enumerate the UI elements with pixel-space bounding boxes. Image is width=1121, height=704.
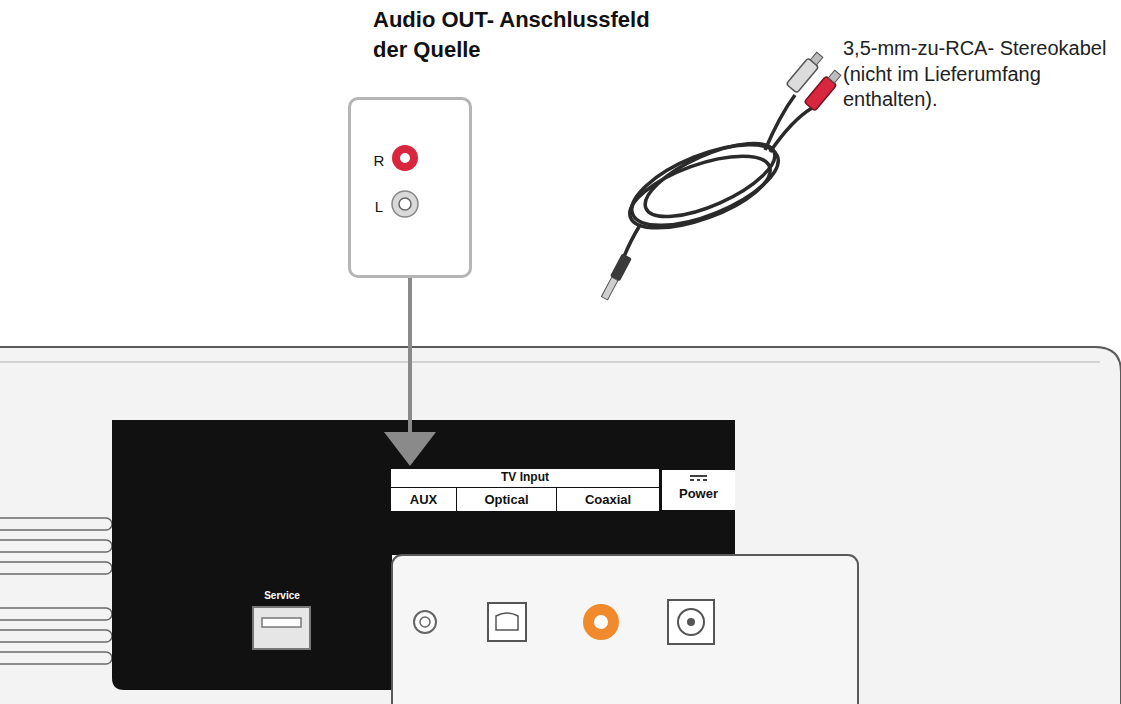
usb-slot [262, 618, 301, 627]
coaxial-jack-hole [594, 615, 608, 629]
rca-jack-white-hole [399, 198, 411, 210]
stereo-cable [621, 95, 812, 262]
input-cell: Coaxial [556, 487, 659, 511]
port-label: Service [242, 590, 322, 602]
input-band: TV InputAUXOpticalCoaxial [390, 468, 660, 512]
optical-port [488, 603, 526, 641]
aux-jack-hole [420, 617, 430, 627]
power-socket-pin [687, 618, 695, 626]
panel-heading: Audio OUT- Anschlussfeld der Quelle [373, 5, 673, 64]
input-name: Optical [457, 492, 556, 508]
input-cell: Optical [456, 487, 556, 511]
input-name: AUX [391, 492, 456, 508]
coaxial-jack [583, 604, 619, 640]
input-name: Coaxial [557, 492, 659, 508]
dc-symbol [690, 476, 707, 480]
power-socket [668, 600, 714, 644]
usb-port [253, 607, 310, 649]
source-panel: Audio OUT- Anschlussfeld der QuelleRL [348, 97, 472, 278]
port-label: Power [662, 486, 735, 502]
vent-slots [0, 518, 112, 664]
band-heading: TV Input [391, 470, 659, 484]
connector-arrow [384, 278, 436, 466]
rca-jack-white [392, 191, 418, 217]
power-socket-ring [678, 609, 704, 635]
optical-port-opening [496, 613, 518, 630]
body-bevel [0, 361, 1100, 363]
aux-jack [414, 611, 436, 633]
inputs-panel [392, 555, 858, 704]
channel-label: L [369, 198, 389, 216]
rca-jack-red-hole [400, 153, 410, 163]
rca-jack-red [392, 145, 418, 171]
power-label-ground [662, 470, 735, 510]
jack-plug-35mm [600, 253, 632, 301]
rca-plug-red [804, 68, 843, 111]
channel-label: R [369, 152, 389, 170]
cable-caption: 3,5-mm-zu-RCA- Stereokabel (nicht im Lie… [843, 36, 1115, 113]
input-cell: AUX [391, 487, 456, 511]
